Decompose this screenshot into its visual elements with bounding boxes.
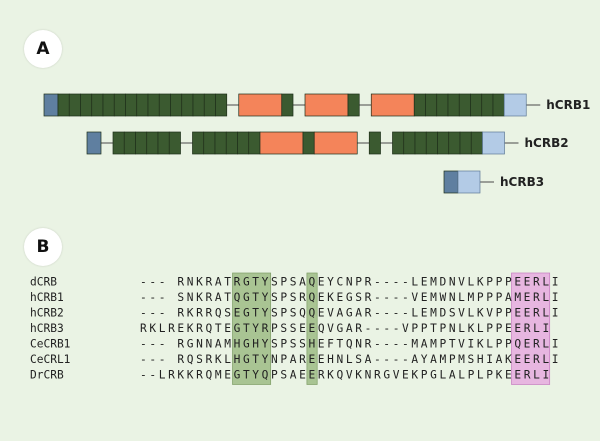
tm-domain bbox=[503, 93, 527, 117]
signal-domain bbox=[443, 170, 459, 194]
egf-domain bbox=[368, 131, 381, 155]
egf-domain bbox=[447, 93, 460, 117]
tm-domain bbox=[457, 170, 481, 194]
egf-domain bbox=[192, 131, 205, 155]
egf-domain bbox=[123, 131, 136, 155]
egf-domain bbox=[192, 93, 205, 117]
egf-domain bbox=[425, 131, 438, 155]
lamg-domain bbox=[304, 93, 349, 117]
egf-domain bbox=[470, 93, 483, 117]
protein-label: hCRB2 bbox=[525, 136, 569, 150]
sequence-name: DrCRB bbox=[30, 369, 64, 382]
egf-domain bbox=[437, 131, 450, 155]
sequence-name: hCRB2 bbox=[30, 307, 64, 320]
egf-domain bbox=[492, 93, 505, 117]
protein-label: hCRB3 bbox=[500, 175, 544, 189]
egf-domain bbox=[458, 93, 471, 117]
egf-domain bbox=[203, 131, 216, 155]
egf-domain bbox=[91, 93, 104, 117]
egf-domain bbox=[436, 93, 449, 117]
alignment-row: hCRB2 --- RKRRQSEGTYSPSQQEVAGAR----LEMDSV… bbox=[30, 307, 559, 320]
protein-label: hCRB1 bbox=[546, 98, 590, 112]
protein-hcrb2: hCRB2 bbox=[86, 131, 569, 155]
egf-domain bbox=[302, 131, 315, 155]
conserved-gty-highlight bbox=[232, 272, 272, 385]
sequence-name: CeCRB1 bbox=[30, 338, 70, 351]
alignment-row: hCRB3 RKLREKRQTEGTYRPSSEEQVGAR----VPPTPNL… bbox=[30, 322, 549, 335]
egf-domain bbox=[425, 93, 438, 117]
egf-domain bbox=[112, 131, 125, 155]
egf-domain bbox=[135, 131, 148, 155]
lamg-domain bbox=[370, 93, 415, 117]
egf-domain bbox=[125, 93, 138, 117]
sequence-name: CeCRL1 bbox=[30, 353, 70, 366]
egf-domain bbox=[136, 93, 149, 117]
egf-domain bbox=[459, 131, 472, 155]
egf-domain bbox=[113, 93, 126, 117]
sequence-text: --- SNKRATQGTYSPSRQEKEGSR----VEMWNLMPPPA… bbox=[140, 291, 559, 304]
panel-a-label: A bbox=[24, 30, 62, 68]
protein-hcrb3: hCRB3 bbox=[443, 170, 544, 194]
egf-domain bbox=[157, 131, 170, 155]
sequence-text: --- RQSRKLHGTYNPAREEHNLSA----AYAMPMSHIAK… bbox=[140, 353, 559, 366]
sequence-text: RKLREKRQTEGTYRPSSEEQVGAR----VPPTPNLKLPPE… bbox=[140, 322, 549, 335]
alignment-row: CeCRL1 --- RQSRKLHGTYNPAREEHNLSA----AYAMP… bbox=[30, 353, 559, 366]
sequence-name: hCRB3 bbox=[30, 322, 64, 335]
sequence-name: hCRB1 bbox=[30, 291, 64, 304]
lamg-domain bbox=[313, 131, 358, 155]
egf-domain bbox=[414, 131, 427, 155]
egf-domain bbox=[214, 131, 227, 155]
panel-b-label: B bbox=[24, 228, 62, 266]
egf-domain bbox=[392, 131, 405, 155]
conserved-erli-highlight bbox=[511, 272, 551, 385]
egf-domain bbox=[413, 93, 426, 117]
protein-hcrb1: hCRB1 bbox=[43, 93, 590, 117]
egf-domain bbox=[170, 93, 183, 117]
egf-domain bbox=[181, 93, 194, 117]
alignment-row: CeCRB1 --- RGNNAMHGHYSPSSHEFTQNR----MAMPT… bbox=[30, 338, 559, 351]
sequence-name: dCRB bbox=[30, 276, 57, 289]
egf-domain bbox=[225, 131, 238, 155]
egf-domain bbox=[347, 93, 360, 117]
signal-domain bbox=[86, 131, 102, 155]
egf-domain bbox=[481, 93, 494, 117]
sequence-alignment: dCRB --- RNKRATRGTYSPSAQEYCNPR----LEMDNVL… bbox=[30, 272, 559, 385]
egf-domain bbox=[146, 131, 159, 155]
signal-domain bbox=[43, 93, 59, 117]
domain-architecture-diagram: hCRB1 hCRB2 hCRB3 bbox=[43, 93, 590, 194]
egf-domain bbox=[147, 93, 160, 117]
egf-domain bbox=[158, 93, 171, 117]
sequence-text: --LRKKRQMEGTYQPSAEERKQVKNRGVEKPGLALPLPKE… bbox=[140, 369, 549, 382]
sequence-text: --- RKRRQSEGTYSPSQQEVAGAR----LEMDSVLKVPP… bbox=[140, 307, 559, 320]
egf-domain bbox=[248, 131, 261, 155]
lamg-domain bbox=[238, 93, 283, 117]
tm-domain bbox=[482, 131, 505, 155]
egf-domain bbox=[215, 93, 228, 117]
alignment-row: DrCRB --LRKKRQMEGTYQPSAEERKQVKNRGVEKPGLAL… bbox=[30, 369, 549, 382]
conserved-e-highlight bbox=[306, 272, 318, 385]
egf-domain bbox=[448, 131, 461, 155]
sequence-text: --- RNKRATRGTYSPSAQEYCNPR----LEMDNVLKPPP… bbox=[140, 276, 559, 289]
egf-domain bbox=[68, 93, 81, 117]
egf-domain bbox=[80, 93, 93, 117]
egf-domain bbox=[57, 93, 70, 117]
alignment-row: hCRB1 --- SNKRATQGTYSPSRQEKEGSR----VEMWNL… bbox=[30, 291, 559, 304]
sequence-text: --- RGNNAMHGHYSPSSHEFTQNR----MAMPTVIKLPP… bbox=[140, 338, 559, 351]
egf-domain bbox=[281, 93, 294, 117]
egf-domain bbox=[102, 93, 115, 117]
lamg-domain bbox=[259, 131, 304, 155]
egf-domain bbox=[168, 131, 181, 155]
egf-domain bbox=[403, 131, 416, 155]
egf-domain bbox=[203, 93, 216, 117]
egf-domain bbox=[470, 131, 483, 155]
alignment-row: dCRB --- RNKRATRGTYSPSAQEYCNPR----LEMDNVL… bbox=[30, 276, 559, 289]
egf-domain bbox=[237, 131, 250, 155]
